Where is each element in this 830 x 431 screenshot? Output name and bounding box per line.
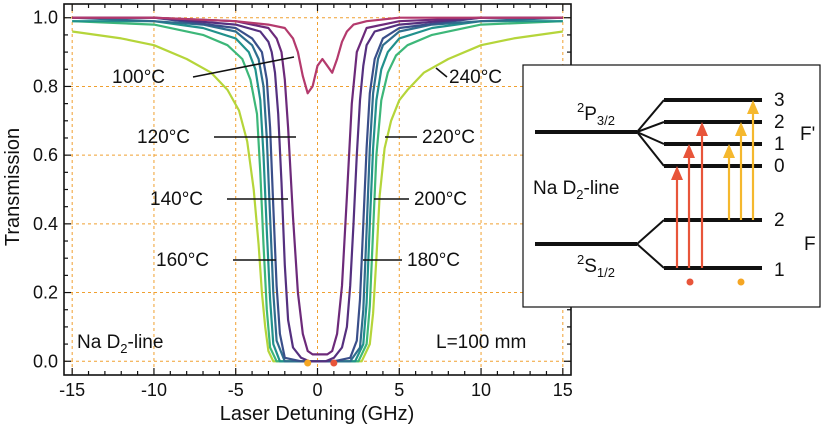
- resonance-markers: [304, 359, 338, 367]
- red-transition-dot: [686, 278, 694, 286]
- yellow-transition-dot: [737, 278, 745, 286]
- series-label-100: 100°C: [112, 67, 165, 88]
- f-prime-2-label: 2: [774, 112, 785, 133]
- series-label-leaders: [192, 56, 448, 261]
- p-split-to-2: [636, 121, 665, 133]
- series-line-100: [72, 16, 563, 95]
- x-tick-label: -15: [59, 380, 85, 400]
- upper-state-label: 2P3/2: [577, 100, 615, 128]
- series-layer: [72, 16, 563, 363]
- y-tick-label: 0.4: [33, 214, 58, 234]
- y-tick-label: 0.2: [33, 283, 58, 303]
- f-prime-1-label: 1: [774, 134, 785, 155]
- transition-arrow-head: [696, 122, 708, 136]
- series-label-140: 140°C: [150, 189, 203, 210]
- series-label-120: 120°C: [137, 127, 190, 148]
- f-label: F: [804, 234, 816, 255]
- x-tick-label: 5: [394, 380, 404, 400]
- y-tick-label: 1.0: [33, 8, 58, 28]
- x-tick-label: 15: [553, 380, 573, 400]
- x-tick-label: -5: [228, 380, 244, 400]
- x-tick-label: 10: [471, 380, 491, 400]
- series-label-160: 160°C: [156, 250, 209, 271]
- transition-arrow-head: [747, 100, 759, 114]
- series-labels: 100°C 120°C 140°C 160°C 180°C 200°C 220°C 240°C: [112, 67, 502, 271]
- y-tick-label: 0.8: [33, 76, 58, 96]
- f-prime-0-label: 0: [774, 156, 785, 177]
- grid-lines: [64, 4, 571, 375]
- s-split-to-2: [636, 219, 665, 245]
- f-1-label: 1: [774, 260, 785, 281]
- cell-length-annotation: L=100 mm: [436, 332, 526, 353]
- y-tick-label: 0.6: [33, 145, 58, 165]
- series-line-140: [72, 16, 563, 363]
- transition-arrow-head: [723, 144, 735, 158]
- series-label-180: 180°C: [407, 250, 460, 271]
- f-prime-3-label: 3: [774, 90, 785, 111]
- p-split-to-3: [636, 99, 665, 133]
- p-split-to-0: [636, 131, 665, 167]
- series-label-240: 240°C: [449, 67, 502, 88]
- x-tick-label: -10: [141, 380, 167, 400]
- f-2-label: 2: [774, 210, 785, 231]
- y-tick-label: 0.0: [33, 351, 58, 371]
- leader-240: [435, 67, 448, 78]
- series-line-120: [72, 16, 563, 356]
- x-axis-label: Laser Detuning (GHz): [220, 403, 415, 425]
- species-annotation: Na D2-line: [77, 332, 163, 356]
- axis-ticks: -15 -10 -5 0 5 10 15 0.0 0.2 0.4 0.6 0.8 1.0: [33, 4, 573, 400]
- transition-arrow-head: [683, 144, 695, 158]
- inset-title: Na D2-line: [533, 178, 619, 202]
- leader-100: [192, 56, 295, 78]
- resonance-marker: [330, 359, 338, 367]
- energy-level-inset: Na D2-line 2P3/2 2S1/2 3 2 1 0 F' 2 1 F: [522, 64, 821, 308]
- transition-arrow-head: [735, 122, 747, 136]
- y-axis-label: Transmission: [2, 128, 24, 246]
- f-prime-label: F': [800, 124, 815, 145]
- transition-arrow-head: [671, 166, 683, 180]
- s-split-to-1: [636, 243, 665, 269]
- transition-arrows: [671, 100, 759, 268]
- lower-state-label: 2S1/2: [577, 252, 615, 280]
- p-split-to-1: [636, 131, 665, 145]
- series-label-200: 200°C: [414, 189, 467, 210]
- series-label-220: 220°C: [422, 127, 475, 148]
- x-tick-label: 0: [312, 380, 322, 400]
- resonance-marker: [304, 359, 312, 367]
